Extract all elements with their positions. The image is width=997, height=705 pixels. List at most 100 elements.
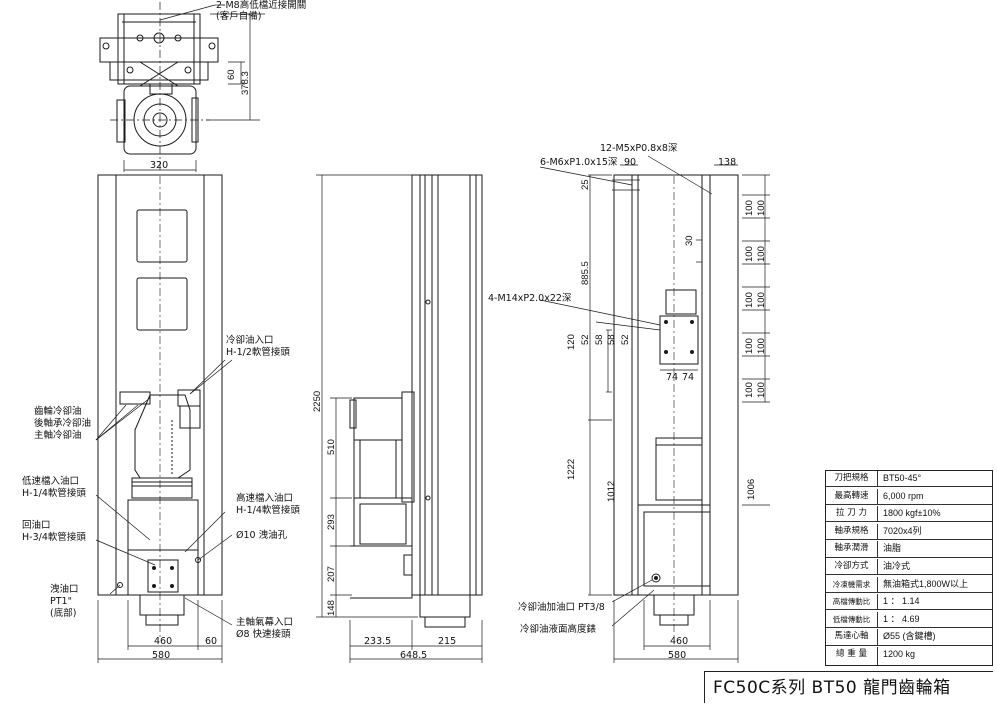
label-return-port-spec: H-3/4軟管接頭 xyxy=(22,532,86,543)
label-gear-cooling: 齒輪冷卻油 xyxy=(34,406,82,417)
label-low-gear-inlet: 低速檔入油口 xyxy=(22,476,80,487)
spec-value: 6,000 rpm xyxy=(883,490,924,501)
dim-side-215: 215 xyxy=(438,636,457,647)
dim-rear-100: 100 xyxy=(744,338,755,354)
rear-view xyxy=(613,174,739,640)
dim-side-510: 510 xyxy=(326,439,337,455)
spec-row: 冷凍機需求無油箱式1,800W以上 xyxy=(826,576,992,593)
spec-label: 拉 刀 力 xyxy=(826,506,878,522)
spec-row: 軸承規格 7020x4列 xyxy=(826,523,992,540)
top-plan-view xyxy=(99,2,219,170)
spec-row: 軸承潤滑油脂 xyxy=(826,541,992,558)
dim-rear-885: 885.5 xyxy=(580,261,591,285)
label-thread-6: 6-M6xP1.0x15深 xyxy=(540,157,618,168)
dim-rear-58b: 58 xyxy=(606,334,617,345)
dim-rear-580: 580 xyxy=(668,650,687,661)
spec-label: 冷凍機需求 xyxy=(826,576,878,592)
spec-label: 總 重 量 xyxy=(826,647,878,665)
spec-label: 刀把規格 xyxy=(826,471,878,487)
spec-label: 馬達心軸 xyxy=(826,629,878,645)
spec-value: 無油箱式1,800W以上 xyxy=(883,578,969,589)
spec-value: 7020x4列 xyxy=(883,525,922,536)
label-thread-4: 4-M14xP2.0x22深 xyxy=(488,293,572,304)
side-view xyxy=(349,174,483,628)
dim-rear-100: 100 xyxy=(756,338,767,354)
spec-value: 1 ： 1.14 xyxy=(883,596,920,607)
label-oil-gauge: 冷卻油液面高度錶 xyxy=(520,624,597,635)
dim-rear-74a: 74 xyxy=(666,372,679,383)
dim-side-148: 148 xyxy=(326,600,337,616)
dim-rear-100: 100 xyxy=(744,200,755,216)
spec-label: 軸承規格 xyxy=(826,523,878,539)
spec-row: 總 重 量 1200 kg xyxy=(826,647,992,665)
label-drain-port-bottom: (底部) xyxy=(50,608,77,619)
dim-rear-100: 100 xyxy=(756,200,767,216)
dim-378: 378.3 xyxy=(240,71,251,95)
dim-rear-100: 100 xyxy=(756,246,767,262)
spec-value: 1800 kgf±10% xyxy=(883,508,941,519)
proximity-switch-note-sub: (客戶自備) xyxy=(216,11,262,22)
dim-rear-100: 100 xyxy=(756,292,767,308)
label-air-curtain: 主軸氣幕入口 xyxy=(236,617,294,628)
dim-top-320: 320 xyxy=(150,160,169,171)
spec-value: 油冷式 xyxy=(883,561,911,571)
dim-rear-58a: 58 xyxy=(594,334,605,345)
dim-side-2250: 2250 xyxy=(312,390,323,412)
drawing-title: FC50C系列 BT50 龍門齒輪箱 xyxy=(713,678,951,698)
label-air-curtain-spec: Ø8 快速接頭 xyxy=(236,629,291,640)
side-dimensions xyxy=(316,174,483,663)
front-view xyxy=(97,174,223,640)
label-spindle-cooling: 主軸冷卻油 xyxy=(34,430,82,441)
spec-value: 1 ： 4.69 xyxy=(883,613,920,624)
label-drain-hole: Ø10 洩油孔 xyxy=(236,530,288,541)
spec-row: 高檔傳動比 1 ： 1.14 xyxy=(826,594,992,611)
label-high-gear-inlet-spec: H-1/4軟管接頭 xyxy=(236,505,300,516)
label-coolant-inlet-spec: H-1/2軟管接頭 xyxy=(226,347,290,358)
dim-rear-1222: 1222 xyxy=(566,458,577,480)
label-oil-fill: 冷卻油加油口 PT3/8 xyxy=(518,602,605,613)
dim-rear-90: 90 xyxy=(624,157,637,168)
dim-side-648: 648.5 xyxy=(400,650,428,661)
spec-row: 馬達心軸 Ø55 (含鍵槽) xyxy=(826,629,992,646)
dim-rear-100: 100 xyxy=(744,292,755,308)
front-leaders xyxy=(95,359,233,663)
label-drain-port-spec: PT1" xyxy=(50,596,72,607)
spec-label: 冷卻方式 xyxy=(826,559,878,575)
dim-rear-1012: 1012 xyxy=(606,480,617,502)
dim-rear-100: 100 xyxy=(756,382,767,398)
label-rear-bearing-cooling: 後軸承冷卻油 xyxy=(34,418,92,429)
dim-rear-460: 460 xyxy=(670,636,689,647)
spec-label: 高檔傳動比 xyxy=(826,594,878,610)
rear-dimensions xyxy=(539,155,770,663)
spec-row: 最高轉速 6,000 rpm xyxy=(826,488,992,505)
dim-rear-1006: 1006 xyxy=(746,478,757,500)
dim-60: 60 xyxy=(226,69,237,80)
dim-side-207: 207 xyxy=(326,566,337,582)
label-thread-12: 12-M5xP0.8x8深 xyxy=(600,143,678,154)
dim-side-293: 293 xyxy=(326,514,337,530)
label-coolant-inlet: 冷卻油入口 xyxy=(226,335,274,346)
dim-front-580: 580 xyxy=(152,650,171,661)
dim-rear-52b: 52 xyxy=(620,334,631,345)
proximity-switch-note: 2-M8高低檔近接開關 xyxy=(216,0,307,11)
dim-rear-30: 30 xyxy=(684,235,695,246)
label-low-gear-inlet-spec: H-1/4軟管接頭 xyxy=(22,488,86,499)
dim-rear-74b: 74 xyxy=(682,372,695,383)
label-drain-port: 洩油口 xyxy=(50,584,79,595)
dim-rear-100: 100 xyxy=(744,246,755,262)
dim-rear-100: 100 xyxy=(744,382,755,398)
spec-label: 低檔傳動比 xyxy=(826,611,878,627)
spec-value: 油脂 xyxy=(883,543,902,554)
label-return-port: 回油口 xyxy=(22,520,51,531)
spec-value: 1200 kg xyxy=(883,649,916,659)
dim-side-233: 233.5 xyxy=(364,636,392,647)
spec-row: 冷卻方式油冷式 xyxy=(826,559,992,576)
spec-label: 最高轉速 xyxy=(826,488,878,504)
spec-value: Ø55 (含鍵槽) xyxy=(883,631,936,642)
label-high-gear-inlet: 高速檔入油口 xyxy=(236,493,294,504)
spec-label: 軸承潤滑 xyxy=(826,541,878,557)
dim-rear-138: 138 xyxy=(718,157,737,168)
